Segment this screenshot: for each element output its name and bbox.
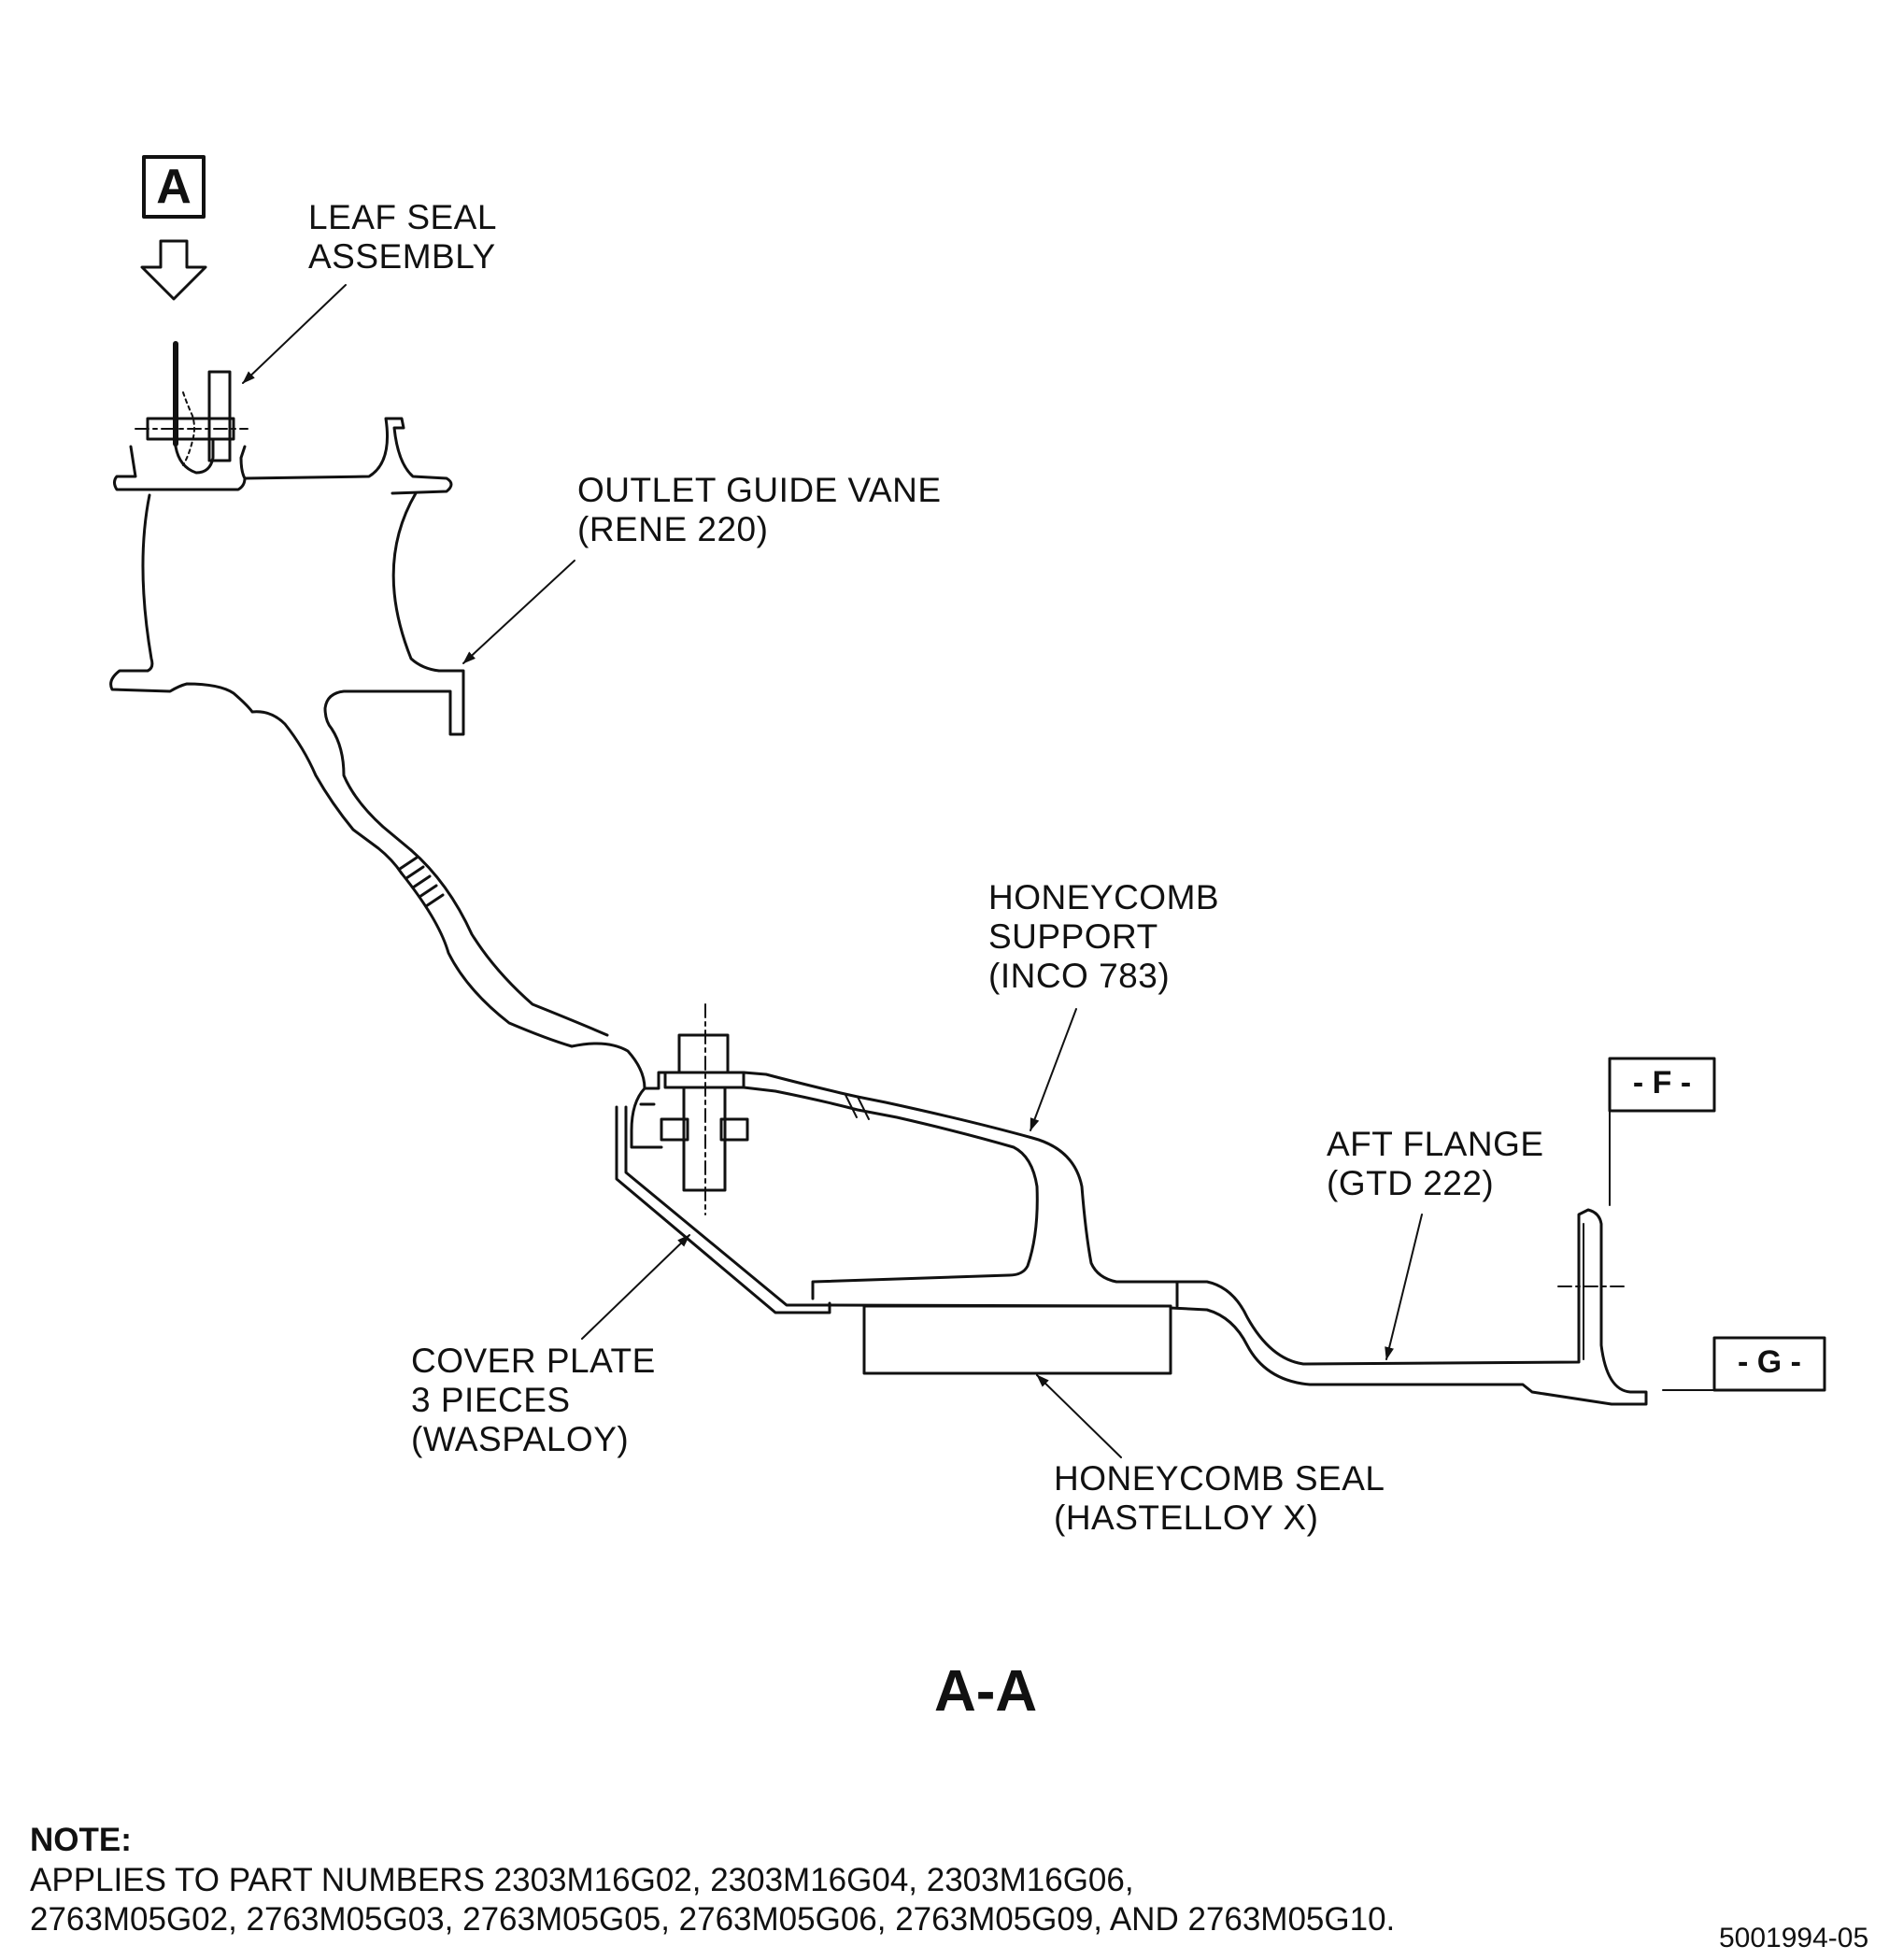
outlet-guide-vane — [109, 417, 465, 875]
note-line: 2763M05G02, 2763M05G03, 2763M05G05, 2763… — [30, 1901, 1396, 1938]
datum-g-label: - G - — [1738, 1344, 1801, 1380]
note-heading: NOTE: — [30, 1822, 132, 1858]
leaf-seal-assembly — [135, 341, 249, 475]
leader-lines — [242, 284, 1423, 1458]
section-title: A-A — [934, 1659, 1038, 1724]
aft-flange-label: AFT FLANGE (GTD 222) — [1327, 1125, 1544, 1202]
honeycomb-support-label: HONEYCOMB SUPPORT (INCO 783) — [988, 878, 1220, 995]
datum-f-label: - F - — [1632, 1065, 1692, 1101]
note-text: APPLIES TO PART NUMBERS 2303M16G02, 2303… — [30, 1861, 1395, 1939]
leaf-seal-label: LEAF SEAL ASSEMBLY — [308, 198, 497, 276]
note-line: APPLIES TO PART NUMBERS 2303M16G02, 2303… — [30, 1862, 1134, 1898]
view-a-label: A — [156, 160, 192, 214]
figure-number: 5001994-05 — [1719, 1923, 1869, 1953]
outlet-guide-vane-label: OUTLET GUIDE VANE (RENE 220) — [577, 471, 942, 548]
view-a-box — [142, 155, 206, 219]
bolt-assembly — [570, 1003, 859, 1307]
aft-flange — [1169, 1208, 1648, 1406]
honeycomb-support — [742, 1086, 1179, 1308]
strut — [398, 848, 609, 1048]
cover-plate-label: COVER PLATE 3 PIECES (WASPALOY) — [411, 1342, 656, 1458]
honeycomb-seal — [862, 1304, 1172, 1375]
view-a-arrow — [140, 239, 207, 301]
datum-g-box — [1712, 1336, 1826, 1392]
cover-plate — [615, 1105, 831, 1314]
honeycomb-seal-label: HONEYCOMB SEAL (HASTELLOY X) — [1054, 1459, 1385, 1537]
